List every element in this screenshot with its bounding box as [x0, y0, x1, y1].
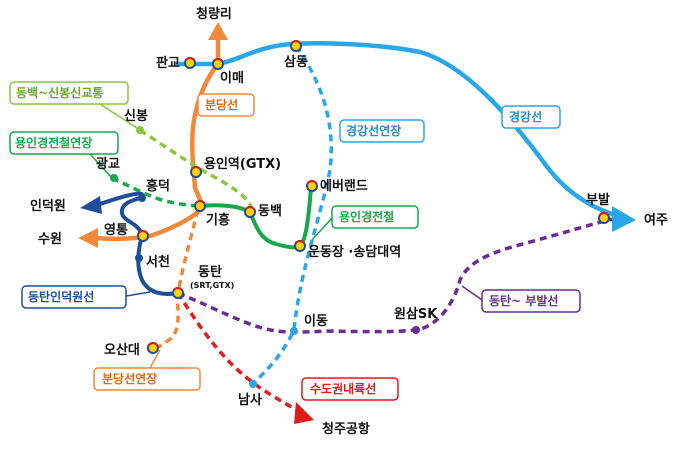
station-bubal-marker	[598, 212, 610, 224]
bundang-ext-line	[152, 209, 200, 350]
station-indeogwon: 인덕원	[30, 198, 66, 214]
station-seocheon-dot	[135, 254, 143, 262]
station-pangyo-marker	[184, 57, 196, 69]
gyeonggang-ext-line	[251, 44, 333, 386]
svg-text:동백~신봉신교통: 동백~신봉신교통	[16, 85, 103, 100]
label-capital-inland: 수도권내륙선	[301, 377, 399, 401]
label-gyeonggang-ext: 경강선연장	[339, 119, 425, 143]
svg-text:동탄~ 부발선: 동탄~ 부발선	[489, 293, 558, 308]
station-samdong: 삼동	[284, 54, 308, 70]
station-bubal: 부발	[586, 192, 610, 208]
station-wonsam: 원삼SK	[394, 306, 438, 322]
station-suwon: 수원	[38, 232, 62, 247]
station-dongbaek: 동백	[258, 204, 282, 219]
station-undongjang: 운동장 ·송담대역	[308, 244, 401, 260]
station-samdong-marker	[290, 40, 302, 52]
capital-inland-arrow	[294, 402, 314, 424]
bundang-arrow-suwon	[78, 228, 98, 248]
station-imae-marker	[212, 58, 224, 70]
gyeonggang-arrow	[612, 206, 636, 232]
station-idong-dot	[290, 327, 298, 335]
station-namsa: 남사	[238, 392, 262, 408]
station-sinbong: 신봉	[124, 109, 148, 124]
station-yonginyeok-marker	[190, 166, 202, 178]
station-giheung-marker	[194, 200, 206, 212]
station-wonsam-dot	[412, 326, 420, 334]
station-cheongju-airport: 청주공항	[322, 421, 370, 437]
label-bundang: 분당선	[197, 93, 255, 117]
station-idong: 이동	[304, 313, 328, 329]
station-heungdeok-dot	[138, 194, 146, 202]
station-sinbong-dot	[136, 126, 144, 134]
station-dongtan-marker	[172, 287, 184, 299]
svg-text:동탄인덕원선: 동탄인덕원선	[28, 289, 94, 304]
dongtan-indeogwon-arrow	[80, 196, 102, 214]
station-osandae-marker	[147, 342, 159, 354]
station-imae: 이매	[220, 70, 244, 86]
svg-text:수도권내륙선: 수도권내륙선	[310, 381, 376, 396]
svg-text:분당선연장: 분당선연장	[102, 371, 157, 386]
station-everland: 에버랜드	[320, 178, 368, 194]
label-yongin: 용인경전철	[311, 205, 419, 241]
svg-text:경강선: 경강선	[509, 109, 542, 124]
station-gwanggyo: 광교	[96, 157, 120, 172]
svg-text:경강선연장: 경강선연장	[346, 123, 401, 138]
label-gyeonggang: 경강선	[501, 105, 561, 129]
station-heungdeok: 흥덕	[146, 178, 170, 194]
station-pangyo: 판교	[156, 55, 180, 71]
dongtan-indeogwon-line	[98, 191, 180, 296]
station-yonginyeok: 용인역(GTX)	[204, 156, 281, 172]
station-everland-marker	[306, 180, 318, 192]
station-seocheon: 서천	[146, 255, 170, 270]
station-undongjang-marker	[294, 240, 306, 252]
bundang-arrow-north	[208, 22, 228, 40]
capital-inland-line	[176, 292, 301, 414]
label-bundang-ext: 분당선연장	[93, 349, 201, 391]
station-dongtan-sub: (SRT,GTX)	[190, 281, 234, 290]
station-gwanggyo-dot	[110, 174, 118, 182]
label-dongtan-indeogwon: 동탄인덕원선	[21, 285, 151, 309]
station-dongtan: 동탄	[198, 264, 222, 280]
gyeonggang-line	[175, 41, 628, 221]
svg-text:용인경전철: 용인경전철	[339, 209, 394, 224]
station-cheongnyangni: 청량리	[196, 6, 232, 22]
station-yeoju: 여주	[644, 212, 668, 228]
station-yeongtong-marker	[137, 230, 149, 242]
station-namsa-dot	[249, 380, 257, 388]
station-yeongtong: 영통	[104, 223, 128, 238]
dongbaek-sinbong-line	[139, 128, 254, 211]
station-giheung: 기흥	[206, 212, 230, 228]
label-dongtan-bubal: 동탄~ 부발선	[461, 285, 581, 313]
label-yongin-ext: 용인경전철연장	[9, 131, 119, 179]
station-dongbaek-marker	[244, 206, 256, 218]
svg-text:분당선: 분당선	[205, 97, 238, 112]
label-dongbaek-sinbong: 동백~신봉신교통	[9, 81, 141, 131]
svg-text:용인경전철연장: 용인경전철연장	[15, 135, 92, 150]
station-osandae: 오산대	[104, 342, 140, 358]
